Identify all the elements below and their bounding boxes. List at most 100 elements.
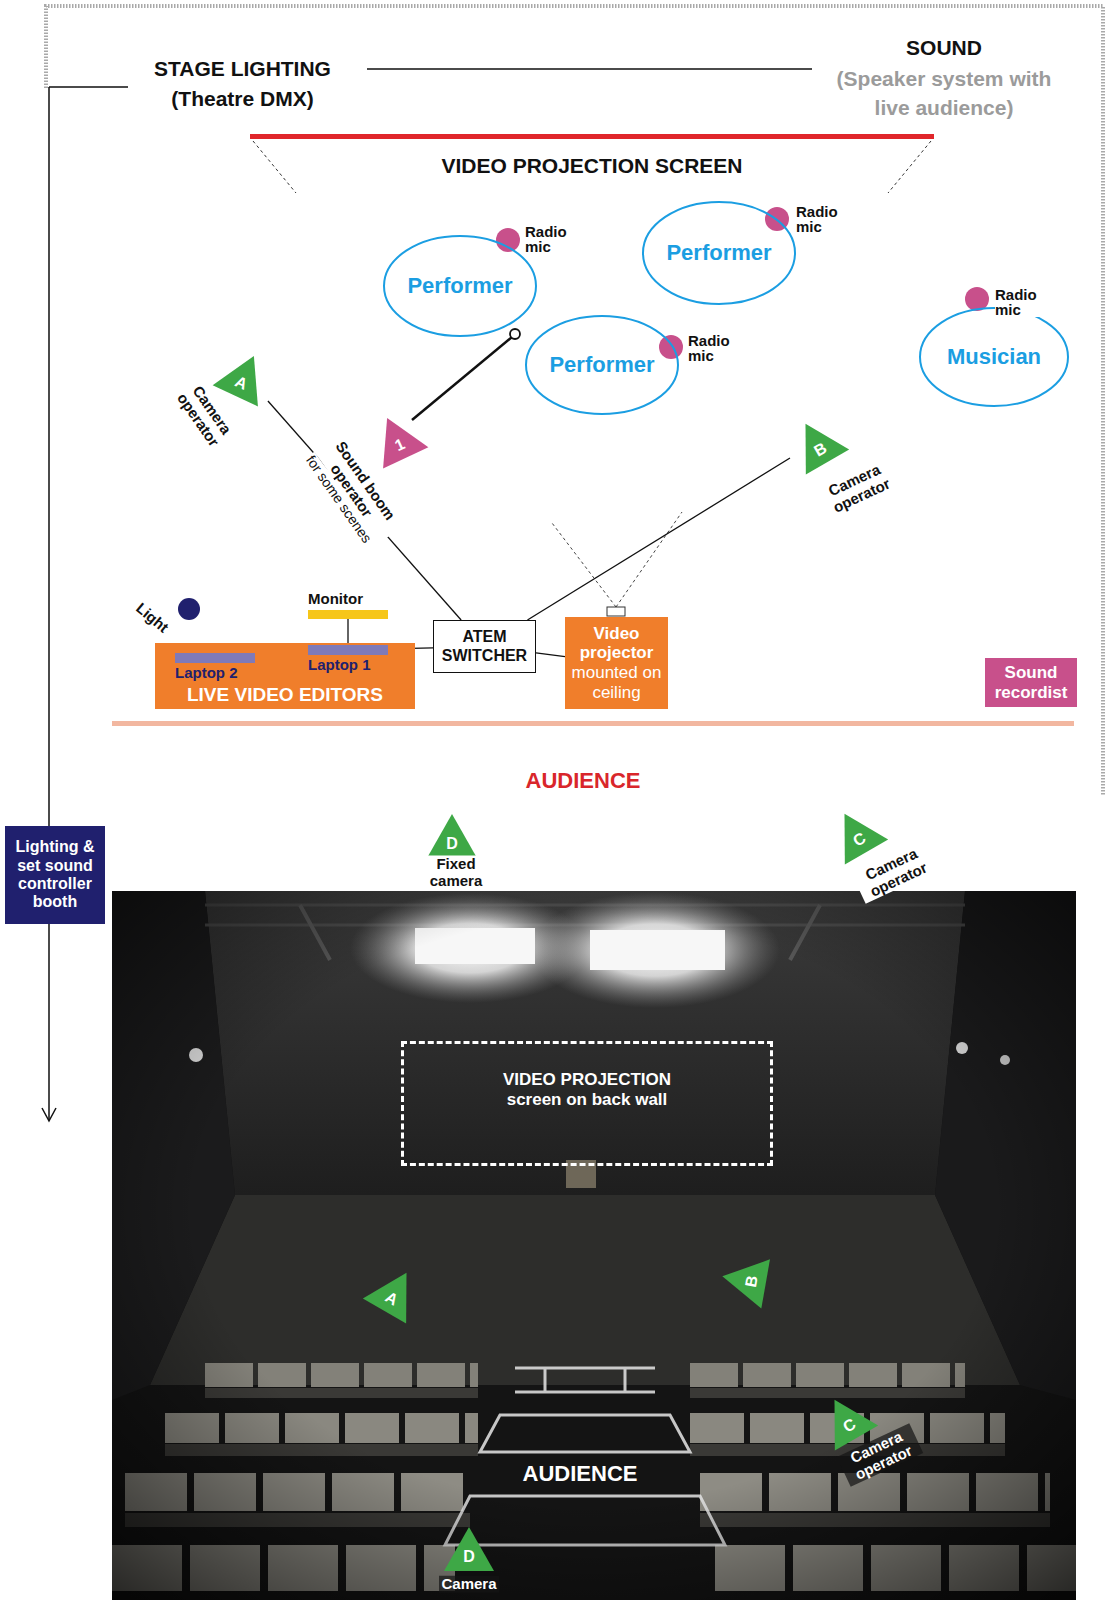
ellipse-shape bbox=[384, 236, 536, 336]
triangle-shape bbox=[823, 801, 888, 864]
section-heading: STAGE LIGHTING (Theatre DMX) bbox=[125, 54, 360, 115]
laptop-bar: Laptop 2 bbox=[175, 653, 255, 663]
monitor-bar: Monitor bbox=[308, 610, 388, 619]
theatre-photo bbox=[112, 891, 1076, 1600]
label-slot: STAGE LIGHTING (Theatre DMX) bbox=[125, 54, 360, 115]
caption-text: Camera operator bbox=[815, 456, 901, 520]
box-label: Lighting & set sound controller booth bbox=[9, 838, 101, 912]
projector-lens bbox=[607, 607, 625, 616]
label-slot: Radio mic bbox=[688, 333, 738, 365]
camera-marker: CCamera operator bbox=[819, 1392, 871, 1444]
performer-label: Performer bbox=[549, 352, 654, 378]
bar-caption: Laptop 1 bbox=[308, 656, 371, 673]
triangle-shape bbox=[213, 345, 277, 406]
caption-text: Camera bbox=[439, 1576, 498, 1593]
connector bbox=[347, 619, 348, 645]
sound-recordist-box: Sound recordist bbox=[985, 658, 1077, 707]
ellipse-shape bbox=[526, 316, 678, 414]
camera-marker: B bbox=[717, 1254, 769, 1306]
box-label: LIVE VIDEO EDITORS bbox=[159, 684, 411, 706]
marker-body: B bbox=[780, 406, 851, 477]
bar-caption: Monitor bbox=[308, 590, 363, 607]
booth-box: Lighting & set sound controller booth bbox=[5, 826, 105, 924]
radio-mic-dot bbox=[659, 335, 683, 359]
boom-operator-marker: 1Sound boom operatorfor some scenes bbox=[370, 411, 422, 463]
performer-label: Performer bbox=[666, 240, 771, 266]
projector-box: Video projectormounted on ceiling bbox=[565, 617, 668, 709]
audience-label: AUDIENCE bbox=[480, 1460, 680, 1489]
performer-label: Performer bbox=[407, 273, 512, 299]
boom-pole bbox=[412, 337, 512, 420]
ellipse-shape bbox=[643, 202, 795, 304]
marker-letter: D bbox=[446, 835, 458, 853]
light-symbol: Light bbox=[178, 598, 200, 620]
box-label: ATEM SWITCHER bbox=[438, 628, 531, 665]
video-editors-box: LIVE VIDEO EDITORS Laptop 2 Laptop 1 bbox=[155, 643, 415, 709]
marker-body: 1 bbox=[361, 402, 430, 471]
triangle-shape bbox=[444, 1527, 494, 1571]
label-slot: VIDEO PROJECTION SCREEN bbox=[392, 152, 792, 179]
label-slot: AUDIENCE bbox=[480, 1460, 680, 1489]
bar-label: Laptop 1 bbox=[308, 656, 371, 673]
switcher-box: ATEM SWITCHER bbox=[433, 620, 536, 673]
camera-marker: ACamera operator bbox=[219, 349, 271, 401]
camera-marker: DFixed camera bbox=[426, 809, 478, 861]
triangle-shape bbox=[363, 1260, 428, 1323]
section-heading: SOUND bbox=[864, 34, 1024, 61]
performer-ellipse: Performer bbox=[642, 201, 796, 305]
marker-body: A bbox=[360, 1255, 431, 1326]
screen-heading: VIDEO PROJECTION SCREEN bbox=[392, 152, 792, 179]
camera-marker: BCamera operator bbox=[790, 416, 842, 468]
bar-caption: Laptop 2 bbox=[175, 664, 238, 681]
projection-area: VIDEO PROJECTION screen on back wall bbox=[401, 1041, 773, 1166]
triangle-shape bbox=[784, 411, 849, 474]
radio-mic-label: Radio mic bbox=[796, 204, 846, 234]
screen-dashes bbox=[253, 141, 931, 193]
label-slot: AUDIENCE bbox=[483, 767, 683, 796]
section-subheading: (Speaker system with live audience) bbox=[829, 64, 1059, 123]
marker-body: A bbox=[210, 340, 279, 409]
stage-edge-line bbox=[112, 721, 1074, 726]
marker-body: D bbox=[443, 1522, 495, 1574]
radio-mic-label: Radio mic bbox=[995, 287, 1045, 317]
label-slot: SOUND bbox=[864, 34, 1024, 61]
musician-ellipse: Musician bbox=[919, 307, 1069, 407]
label-slot: Radio mic bbox=[995, 287, 1045, 319]
ellipse-shape bbox=[920, 308, 1068, 406]
photo-vignette bbox=[112, 891, 1076, 1600]
label-slot: (Speaker system with live audience) bbox=[829, 64, 1059, 123]
arrow-head bbox=[42, 1108, 56, 1121]
box-label: Video projector bbox=[569, 624, 664, 663]
caption-text: Fixed camera bbox=[420, 856, 492, 889]
audience-label: AUDIENCE bbox=[483, 767, 683, 796]
connector bbox=[527, 458, 790, 620]
area-frame bbox=[46, 6, 1103, 796]
triangle-shape bbox=[427, 814, 477, 858]
box-label: mounted on ceiling bbox=[569, 663, 664, 702]
box-label: VIDEO PROJECTION screen on back wall bbox=[482, 1070, 692, 1109]
connector bbox=[536, 653, 565, 657]
triangle-shape bbox=[364, 407, 428, 468]
radio-mic-label: Radio mic bbox=[688, 333, 738, 363]
box-label: Sound recordist bbox=[989, 663, 1073, 702]
bar-label: Monitor bbox=[308, 590, 363, 607]
rotated-caption: Fixed camera bbox=[420, 856, 492, 889]
laptop-bar: Laptop 1 bbox=[308, 645, 388, 655]
camera-marker: A bbox=[370, 1265, 422, 1317]
marker-body: C bbox=[819, 796, 890, 867]
label-slot: Radio mic bbox=[525, 224, 575, 256]
rotated-caption: Light bbox=[128, 596, 177, 641]
performer-ellipse: Performer bbox=[383, 235, 537, 337]
performer-label: Musician bbox=[947, 344, 1041, 370]
caption-text: Light bbox=[131, 599, 173, 638]
radio-mic-dot bbox=[496, 228, 520, 252]
boom-mic bbox=[510, 329, 520, 339]
camera-marker: DCamera bbox=[443, 1522, 495, 1574]
marker-letter: D bbox=[463, 1548, 475, 1566]
triangle-shape bbox=[718, 1252, 770, 1309]
rotated-caption: Camera bbox=[429, 1576, 509, 1593]
bar-label: Laptop 2 bbox=[175, 664, 238, 681]
radio-mic-label: Radio mic bbox=[525, 224, 575, 254]
label-slot: Radio mic bbox=[796, 204, 846, 236]
